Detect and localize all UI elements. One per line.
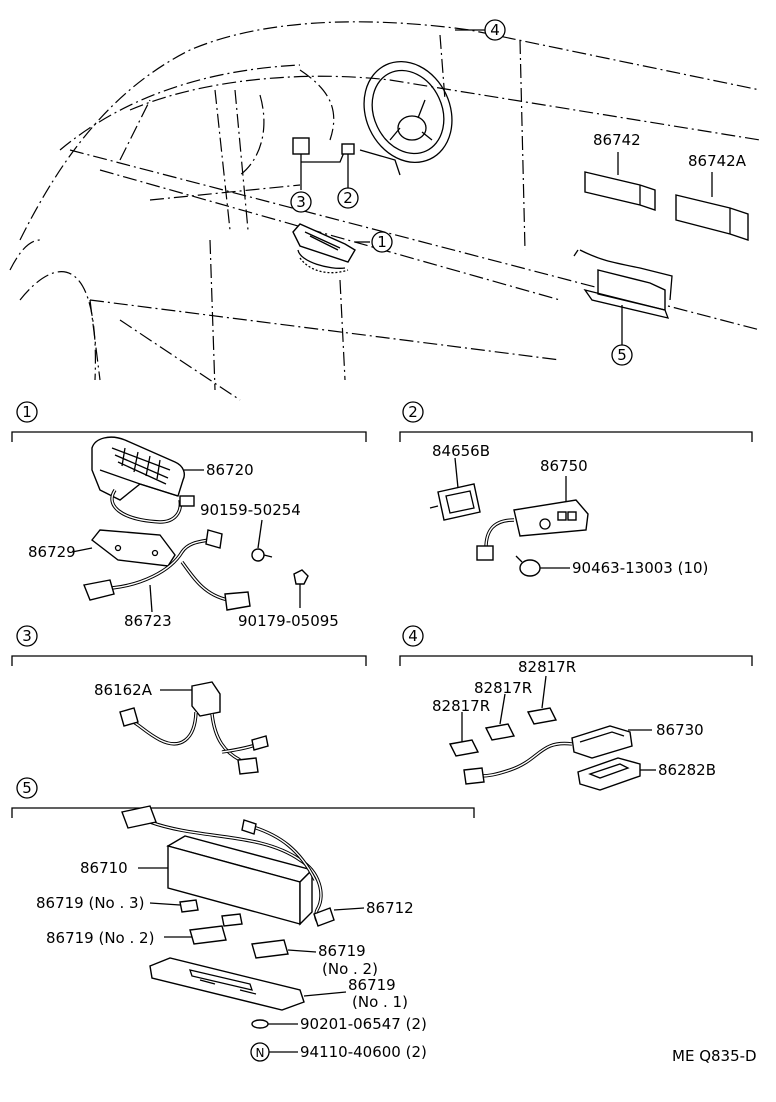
switch-86750 xyxy=(476,476,589,561)
label-90159-50254: 90159-50254 xyxy=(200,501,301,519)
label-82817R-1: 82817R xyxy=(432,697,490,715)
pad-82817R-1 xyxy=(448,739,480,757)
label-90463-13003: 90463-13003 (10) xyxy=(572,559,708,577)
section-2-number: 2 xyxy=(408,403,418,421)
clip-86719-no3 xyxy=(179,899,199,913)
label-86282B: 86282B xyxy=(658,761,716,779)
label-82817R-3: 82817R xyxy=(518,658,576,676)
amplifier-86710 xyxy=(121,805,365,927)
handset-overview xyxy=(292,223,370,274)
callout-5-overview-label: 5 xyxy=(617,346,627,364)
label-86162A: 86162A xyxy=(94,681,153,699)
pad-82817R-3 xyxy=(526,707,558,725)
label-86719-no2-right: 86719 xyxy=(318,942,366,960)
module-86162A xyxy=(119,681,269,775)
label-86719-no2-left: 86719 (No . 2) xyxy=(46,929,154,947)
nut-symbol: N xyxy=(256,1046,265,1060)
nut-90179-05095 xyxy=(293,569,309,608)
section-2: 2 84656B 86750 90463-13003 (10) xyxy=(399,401,753,577)
label-86730: 86730 xyxy=(656,721,704,739)
amplifier-overview xyxy=(573,249,673,345)
label-86720: 86720 xyxy=(206,461,254,479)
section-4: 4 82817R 82817R 82817R 86730 86282B xyxy=(399,625,753,791)
label-84656B: 84656B xyxy=(432,442,490,460)
clip-86719-no3-b xyxy=(221,913,243,927)
label-86742A: 86742A xyxy=(688,152,747,170)
label-86719-no2-right-sub: (No . 2) xyxy=(322,960,378,978)
section-1: 1 86720 86729 xyxy=(11,401,367,630)
callout-5-overview xyxy=(611,344,633,366)
section-4-number: 4 xyxy=(408,627,418,645)
callout-1-overview xyxy=(371,231,393,253)
diagram-code: ME Q835-D xyxy=(672,1047,757,1065)
pad-86742 xyxy=(584,152,656,211)
callout-2-overview-label: 2 xyxy=(343,189,353,207)
pad-82817R-2 xyxy=(484,723,516,741)
label-86742: 86742 xyxy=(593,131,641,149)
cord-86723 xyxy=(83,529,251,613)
callout-3-overview xyxy=(290,191,312,213)
clamp-90463-13003 xyxy=(515,555,570,577)
label-86719-no3: 86719 (No . 3) xyxy=(36,894,144,912)
bracket-86729 xyxy=(71,529,176,567)
vehicle-overview: 4 3 2 1 5 86742 86742A xyxy=(9,19,761,401)
section-1-number: 1 xyxy=(22,403,32,421)
label-94110-40600: 94110-40600 (2) xyxy=(300,1043,427,1061)
screw-90159-50254 xyxy=(251,519,273,562)
label-86750: 86750 xyxy=(540,457,588,475)
clip-86719-no2-right xyxy=(251,939,289,959)
section-5: 5 86710 86712 86719 (No . 3) 86719 (No .… xyxy=(11,777,475,1062)
label-86719-no1: 86719 xyxy=(348,976,396,994)
clip-86719-no2-left xyxy=(189,925,227,945)
callout-4-overview xyxy=(484,19,506,41)
label-86723: 86723 xyxy=(124,612,172,630)
label-90201-06547: 90201-06547 (2) xyxy=(300,1015,427,1033)
washer-90201-06547 xyxy=(251,1019,269,1029)
label-82817R-2: 82817R xyxy=(474,679,532,697)
callout-3-overview-label: 3 xyxy=(296,193,306,211)
label-86710: 86710 xyxy=(80,859,128,877)
callout-2-overview xyxy=(337,187,359,209)
cover-86282B xyxy=(577,757,656,791)
callout-1-overview-label: 1 xyxy=(377,233,387,251)
section-3-number: 3 xyxy=(22,627,32,645)
section-5-number: 5 xyxy=(22,779,32,797)
handset-86720 xyxy=(91,436,204,524)
label-86729: 86729 xyxy=(28,543,76,561)
callout-4-overview-label: 4 xyxy=(490,21,500,39)
label-86712: 86712 xyxy=(366,899,414,917)
lamp-86730 xyxy=(463,725,652,785)
pad-86742A xyxy=(675,172,749,241)
bracket-86719-no1 xyxy=(149,957,347,1011)
label-90179-05095: 90179-05095 xyxy=(238,612,339,630)
section-3: 3 86162A xyxy=(11,625,367,775)
label-86719-no1-sub: (No . 1) xyxy=(352,993,408,1011)
bezel-84656B xyxy=(429,457,481,521)
